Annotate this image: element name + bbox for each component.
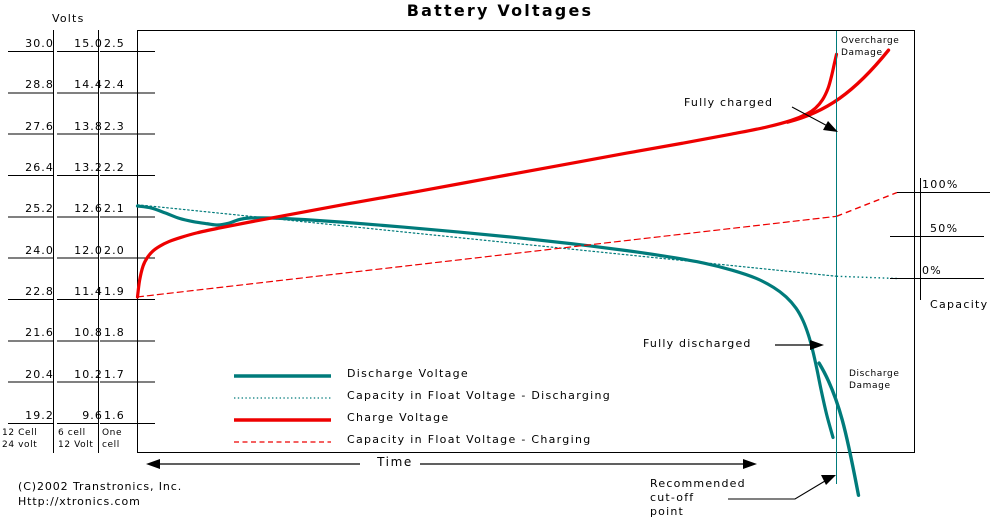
series-line-1: [136, 204, 838, 277]
series-line-0: [135, 204, 835, 440]
y-axis-footer-2-line2: 12 Volt: [58, 440, 94, 450]
y-tick-label-col2: 13.8: [74, 119, 103, 133]
y-tick-label-col2: 12.0: [74, 243, 103, 257]
y-tick-label-col2: 10.2: [74, 367, 103, 381]
capacity-axis-label: Capacity: [930, 298, 989, 311]
annotation-recommended-cutoff-line3: point: [650, 505, 685, 518]
legend-label: Capacity in Float Voltage - Charging: [347, 432, 592, 446]
y-tick-label-col1: 26.4: [25, 161, 54, 174]
legend-item: Charge Voltage: [234, 406, 611, 428]
float-charge-extension: [836, 191, 898, 217]
y-tick-label-col1: 20.4: [25, 367, 54, 381]
capacity-axis: [890, 178, 990, 300]
annotation-overcharge-damage-line2: Damage: [841, 48, 883, 58]
y-tick-label-col3: 2.4: [104, 78, 125, 92]
legend-swatch-dashed: [234, 433, 331, 445]
series-line-3: [136, 215, 838, 298]
legend-label: Capacity in Float Voltage - Discharging: [347, 388, 612, 402]
legend-item: Capacity in Float Voltage - Discharging: [234, 384, 611, 406]
legend-item: Capacity in Float Voltage - Charging: [234, 428, 611, 450]
y-axis-footer-3: One cell: [102, 427, 122, 451]
y-axis-footer-1-line1: 12 Cell: [2, 428, 38, 438]
y-axis-footer-1: 12 Cell 24 volt: [2, 427, 37, 451]
y-tick-label-col3: 1.9: [104, 285, 125, 298]
y-tick-label-col3: 1.6: [104, 409, 125, 422]
annotation-arrows: [146, 106, 838, 500]
legend-item: Discharge Voltage: [234, 362, 611, 384]
y-tick-label-col2: 15.0: [74, 37, 103, 50]
y-tick-label-col1: 24.0: [25, 243, 54, 257]
discharge-damage-segment: [817, 361, 861, 498]
annotation-fully-charged: Fully charged: [684, 96, 774, 109]
credits: (C)2002 Transtronics, Inc. Http://xtroni…: [18, 479, 182, 509]
y-axis-footer-2: 6 cell 12 Volt: [58, 427, 94, 451]
annotation-discharge-damage: Discharge Damage: [849, 368, 899, 392]
y-tick-label-col1: 30.0: [25, 37, 54, 50]
y-tick-label-col3: 2.2: [104, 161, 125, 174]
y-tick-label-col3: 2.0: [104, 243, 125, 257]
y-axis-footer-3-line1: One: [102, 428, 123, 438]
y-tick-label-col2: 10.8: [74, 326, 103, 340]
annotation-recommended-cutoff-line2: cut-off: [650, 491, 695, 504]
charge-overcharge-segment: [785, 48, 891, 124]
y-tick-label-col1: 19.2: [25, 409, 54, 422]
legend-swatch-solid: [234, 367, 331, 379]
y-tick-label-col3: 2.1: [104, 202, 125, 216]
series-line-2: [135, 52, 839, 299]
y-tick-label-col3: 2.5: [104, 37, 125, 50]
y-axis-title: Volts: [52, 12, 85, 25]
y-tick-label-col2: 11.4: [74, 285, 103, 298]
y-tick-label-col3: 2.3: [104, 119, 125, 133]
legend-label: Discharge Voltage: [347, 366, 469, 380]
annotation-recommended-cutoff-line1: Recommended: [650, 477, 746, 490]
series-group: [135, 48, 898, 498]
annotation-overcharge-damage-line1: Overcharge: [841, 36, 900, 46]
y-tick-label-col1: 21.6: [25, 326, 54, 340]
y-tick-label-col2: 14.4: [74, 78, 103, 92]
gridlines: [8, 51, 155, 424]
legend-swatch-solid: [234, 411, 331, 423]
page-title: Battery Voltages: [406, 1, 594, 20]
annotation-discharge-damage-line2: Damage: [849, 381, 891, 391]
y-axis-footer-2-line1: 6 cell: [58, 428, 86, 438]
y-tick-label-col3: 1.8: [104, 326, 125, 340]
y-tick-label-col1: 28.8: [25, 78, 54, 92]
y-axis-footer-3-line2: cell: [102, 440, 120, 450]
annotation-recommended-cutoff: Recommended cut-off point: [650, 477, 746, 519]
annotation-overcharge-damage: Overcharge Damage: [841, 35, 899, 59]
capacity-tick-label-0: 0%: [922, 264, 943, 277]
y-tick-label-col2: 12.6: [74, 202, 103, 216]
annotation-discharge-damage-line1: Discharge: [849, 369, 900, 379]
x-axis-title: Time: [377, 455, 413, 469]
legend-label: Charge Voltage: [347, 410, 450, 424]
y-tick-label-col1: 25.2: [25, 202, 54, 216]
credits-line1: (C)2002 Transtronics, Inc.: [18, 480, 183, 493]
capacity-tick-label-100: 100%: [922, 178, 959, 191]
y-tick-label-col2: 9.6: [82, 409, 103, 422]
y-tick-label-col1: 22.8: [25, 285, 54, 298]
float-discharge-extension: [836, 275, 898, 280]
credits-line2: Http://xtronics.com: [18, 495, 141, 508]
y-tick-label-col3: 1.7: [104, 367, 125, 381]
y-axis-footer-1-line2: 24 volt: [2, 440, 38, 450]
y-tick-label-col1: 27.6: [25, 119, 54, 133]
annotation-fully-discharged: Fully discharged: [643, 337, 752, 350]
capacity-tick-label-50: 50%: [930, 222, 959, 235]
y-tick-label-col2: 13.2: [74, 161, 103, 174]
legend-swatch-dotted: [234, 389, 331, 401]
